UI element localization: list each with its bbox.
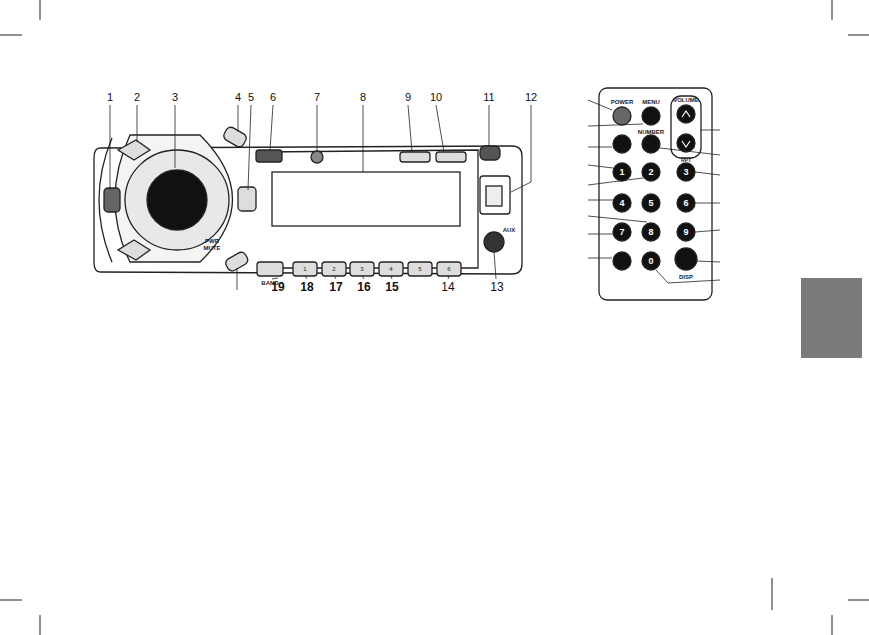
callout-number: 1 — [107, 92, 113, 103]
button-label: 0 — [648, 257, 653, 266]
callout-number: 6 — [270, 92, 276, 103]
callout-number: 12 — [525, 92, 537, 103]
button-label: 3 — [683, 168, 688, 177]
button-label: 1 — [303, 266, 306, 272]
button-label: 2 — [648, 168, 653, 177]
remote-label: POWER — [611, 99, 634, 105]
callout-number: 15 — [385, 281, 398, 293]
callout-number: 9 — [405, 92, 411, 103]
button-label: PWR — [205, 238, 219, 244]
button-label: 6 — [447, 266, 450, 272]
callout-number: 14 — [441, 281, 454, 293]
callout-number: 7 — [314, 92, 320, 103]
button-label: 6 — [683, 199, 688, 208]
callout-number: 4 — [235, 92, 241, 103]
callout-number: 8 — [360, 92, 366, 103]
callout-number: 3 — [172, 92, 178, 103]
callout-number: 17 — [329, 281, 342, 293]
callout-number: 13 — [490, 281, 503, 293]
remote-label: MENU — [642, 99, 660, 105]
callout-number: 11 — [483, 92, 494, 103]
button-label: 5 — [648, 199, 653, 208]
button-label: 3 — [360, 266, 363, 272]
button-label: 4 — [619, 199, 624, 208]
remote-label: NUMBER — [638, 129, 664, 135]
callout-number: 2 — [134, 92, 140, 103]
callout-number: 16 — [357, 281, 370, 293]
button-label: 9 — [683, 228, 688, 237]
button-label: 4 — [389, 266, 392, 272]
button-label: 8 — [648, 228, 653, 237]
remote-label: VOLUME — [673, 97, 699, 103]
remote-label: DISP — [679, 274, 693, 280]
button-label: MUTE — [204, 245, 221, 251]
button-label: 1 — [619, 168, 624, 177]
callout-number: 5 — [248, 92, 254, 103]
remote-label: RPT — [681, 158, 691, 163]
button-label: 5 — [418, 266, 421, 272]
callout-number: 10 — [430, 92, 442, 103]
button-label: AUX — [503, 227, 516, 233]
button-label: BAND — [261, 280, 278, 286]
button-label: 2 — [332, 266, 335, 272]
callout-number: 18 — [300, 281, 313, 293]
button-label: 7 — [619, 228, 624, 237]
